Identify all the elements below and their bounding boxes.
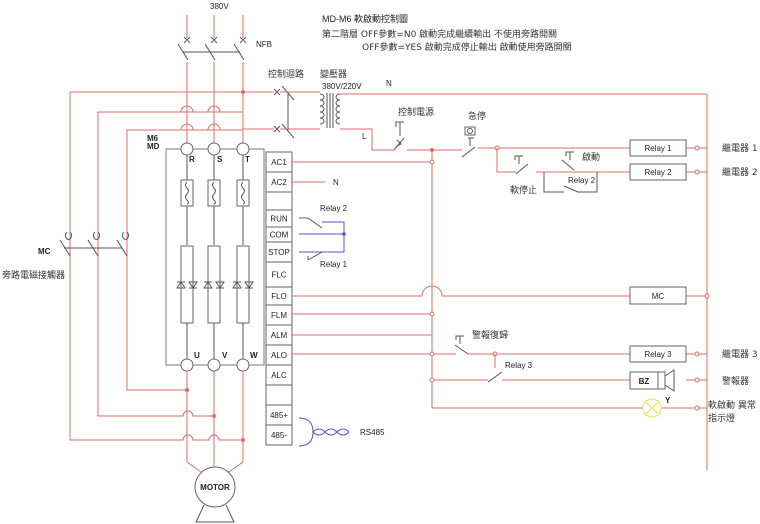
- terminal-R: R: [189, 155, 195, 164]
- mc-coil-circuit: [299, 285, 710, 317]
- run-stop-relay-contacts[interactable]: [299, 217, 346, 261]
- buzzer[interactable]: BZ: [629, 369, 675, 392]
- estop-label: 急停: [468, 110, 486, 122]
- control-power-label: 控制電源: [398, 106, 434, 118]
- supply-voltage-label: 380V: [210, 2, 229, 11]
- coil-desc-relay-1: 繼電器 1: [722, 142, 758, 154]
- terminal-flm: FLM: [271, 311, 287, 320]
- bypass-description: 旁路電磁接觸器: [2, 269, 65, 281]
- control-main-bus: [299, 148, 462, 408]
- terminal-alm: ALM: [271, 331, 288, 340]
- terminal-W: W: [250, 351, 258, 360]
- terminal-V: V: [222, 351, 228, 360]
- alarm-relay-contact-label: Relay 3: [505, 361, 533, 370]
- alarm-reset-button[interactable]: [454, 335, 469, 355]
- relay-bus: [478, 145, 707, 175]
- alarm-wires: [299, 334, 707, 411]
- terminal-cell: [265, 191, 293, 211]
- control-wires: [187, 91, 708, 470]
- note-line-1: 第二階層 OFF參數=N0 啟動完成繼續輸出 不使用旁路開關: [322, 28, 557, 40]
- scr-modules: [176, 245, 254, 360]
- coil-desc-relay-3: 繼電器 3: [722, 348, 758, 360]
- line-label-L: L: [362, 132, 367, 141]
- bypass-mc-label: MC: [38, 247, 51, 256]
- neutral-label-top: N: [386, 79, 392, 88]
- terminal-ac2: AC2: [271, 178, 287, 187]
- control-power-switch[interactable]: [393, 121, 405, 151]
- terminal-flc: FLC: [271, 271, 286, 280]
- coil-label: Relay 1: [644, 144, 672, 153]
- coil-relay-1[interactable]: Relay 1: [629, 139, 687, 157]
- coil-label: Relay 2: [644, 168, 672, 177]
- terminal-cell: [265, 384, 293, 406]
- note-line-2: OFF參數=YES 啟動完成停止輸出 啟動使用旁路開關: [362, 41, 572, 53]
- soft-stop-button[interactable]: [514, 155, 529, 175]
- stop-relay-label: Relay 1: [320, 260, 348, 269]
- indicator-lamp: [642, 398, 662, 418]
- terminal-U: U: [194, 351, 200, 360]
- terminal-flo: FLO: [271, 292, 287, 301]
- input-terminals: [180, 142, 250, 156]
- soft-stop-label: 軟停止: [510, 184, 537, 196]
- control-circuit-switch[interactable]: [273, 85, 295, 139]
- alarm-relay-contact[interactable]: [487, 371, 503, 383]
- model-label-1: M6: [147, 134, 159, 143]
- estop-button[interactable]: [461, 126, 476, 158]
- terminal-stop: STOP: [268, 248, 290, 257]
- model-label-2: MD: [147, 142, 160, 151]
- terminal-ac1: AC1: [271, 158, 287, 167]
- hold-relay-contact[interactable]: [543, 172, 598, 193]
- terminal-alo: ALO: [271, 351, 287, 360]
- start-label: 啟動: [582, 151, 600, 163]
- terminal-S: S: [217, 155, 223, 164]
- lamp-desc-2: 指示燈: [708, 412, 735, 424]
- coil-mc[interactable]: MC: [629, 286, 687, 305]
- coil-relay-2[interactable]: Relay 2: [629, 163, 687, 181]
- terminal-485-plus: 485+: [270, 411, 288, 420]
- rs485-label: RS485: [360, 428, 385, 437]
- internal-phase-paths: [180, 155, 250, 245]
- terminal-cell: [265, 261, 293, 288]
- bypass-feed-lines: [69, 90, 245, 441]
- coil-label: Relay 3: [644, 350, 672, 359]
- coil-label: MC: [652, 292, 665, 301]
- coil-relay-3[interactable]: Relay 3: [629, 345, 687, 363]
- ac2-neutral-label: N: [333, 178, 339, 187]
- output-terminals: [180, 358, 250, 372]
- terminal-cell: [265, 424, 293, 446]
- nfb-breaker[interactable]: [177, 36, 247, 61]
- terminal-485-minus: 485-: [271, 431, 287, 440]
- motor-label: MOTOR: [200, 483, 230, 492]
- coil-desc-relay-2: 繼電器 2: [722, 166, 758, 178]
- terminal-com: COM: [270, 231, 289, 240]
- motor: MOTOR: [194, 466, 236, 523]
- lamp-desc-1: 軟啟動 異常: [708, 399, 756, 411]
- terminal-alc: ALC: [271, 371, 287, 380]
- buzzer-desc: 警報器: [722, 375, 749, 387]
- bypass-contactor-switch[interactable]: [59, 231, 129, 257]
- transformer-label: 變壓器: [320, 68, 347, 80]
- transformer-rating: 380V/220V: [322, 82, 362, 91]
- phase-lines-main: [186, 62, 244, 145]
- diagram-title: MD-M6 軟啟動控制圖: [322, 13, 408, 24]
- lamp-color-label: Y: [665, 396, 671, 405]
- run-relay-label: Relay 2: [320, 204, 348, 213]
- alarm-reset-label: 警報復歸: [472, 329, 508, 341]
- nfb-label: NFB: [256, 40, 272, 49]
- transformer-icon: [319, 93, 341, 128]
- control-circuit-label: 控制迴路: [268, 68, 304, 80]
- rs485-twisted-pair: [298, 417, 350, 447]
- supply-lines: [186, 15, 244, 38]
- hold-relay-label: Relay 2: [568, 176, 596, 185]
- start-button[interactable]: [561, 151, 575, 171]
- motor-feed-lines: [180, 371, 245, 475]
- buzzer-label: BZ: [639, 377, 650, 386]
- terminal-T: T: [245, 155, 250, 164]
- terminal-run: RUN: [270, 215, 288, 224]
